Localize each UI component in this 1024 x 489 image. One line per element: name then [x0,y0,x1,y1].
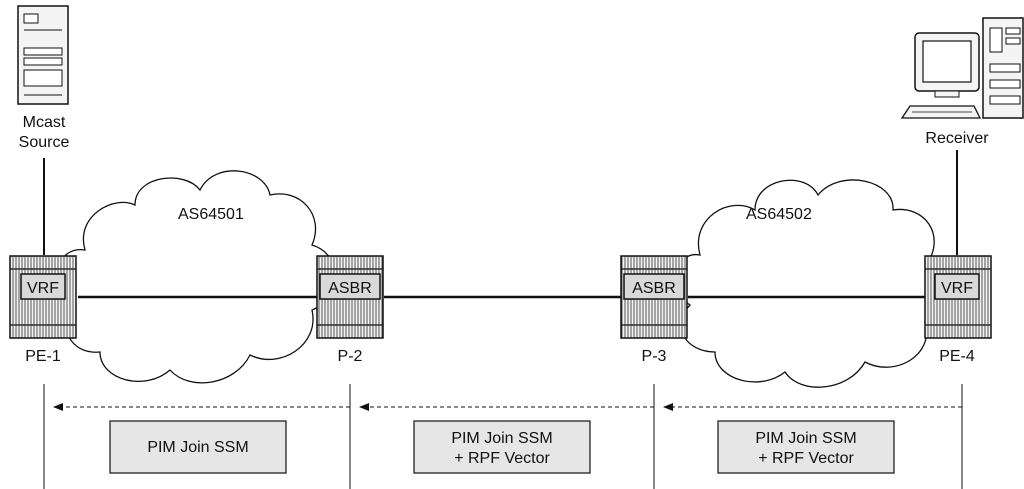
router-label: PE-4 [939,348,975,365]
router-tag: VRF [941,280,973,297]
router-label: P-2 [338,348,363,365]
router-p3: ASBR [620,255,688,339]
message-line2: + RPF Vector [758,450,854,467]
message-box-pim-join-rpf: PIM Join SSM + RPF Vector [717,420,895,474]
cloud-label: AS64501 [178,206,244,223]
source-label-line2: Source [19,134,70,151]
router-label: P-3 [642,348,667,365]
message-line1: PIM Join SSM [451,430,552,447]
message-line2: + RPF Vector [454,450,550,467]
server-icon [17,5,69,105]
router-pe4: VRF [924,255,992,339]
cloud-label: AS64502 [746,206,812,223]
source-label-line1: Mcast [23,114,66,131]
router-p2: ASBR [316,255,384,339]
message-box-pim-join: PIM Join SSM [109,420,287,474]
router-tag: ASBR [632,280,676,297]
router-tag: ASBR [328,280,372,297]
message-box-pim-join-rpf: PIM Join SSM + RPF Vector [413,420,591,474]
message-line1: PIM Join SSM [147,439,248,456]
cloud-as64502: AS64502 [674,179,947,388]
cloud-as64501: AS64501 [56,170,336,384]
router-pe1: VRF [9,255,77,339]
router-label: PE-1 [25,348,61,365]
workstation-icon [900,17,1024,119]
router-tag: VRF [27,280,59,297]
message-line1: PIM Join SSM [755,430,856,447]
receiver-label: Receiver [925,130,989,147]
